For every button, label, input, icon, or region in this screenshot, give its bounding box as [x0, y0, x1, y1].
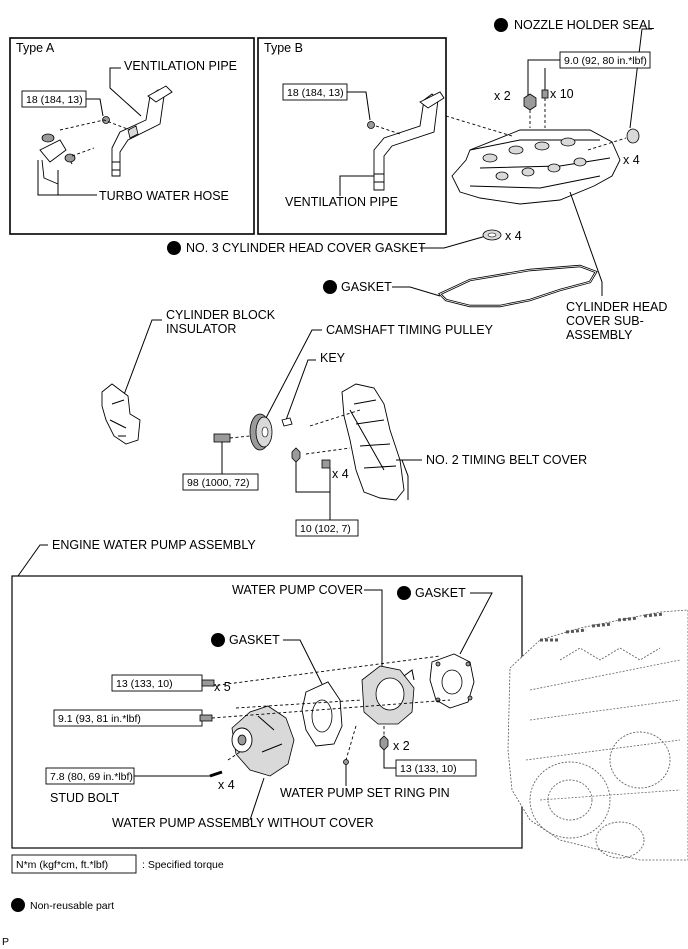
type-a-bolt: [102, 116, 110, 124]
cylinder-head-cover-label-line2: COVER SUB-: [566, 314, 644, 328]
type-a-hose-leader: [37, 160, 97, 196]
water-pump-set-ring-pin: [343, 759, 349, 765]
pulley-torque-box: [182, 473, 259, 491]
belt-cover-torque: 10 (102, 7): [300, 523, 351, 535]
no3-gasket-leader: [420, 235, 487, 249]
type-a-ventilation-pipe-label: VENTILATION PIPE: [124, 59, 237, 73]
type-a-pipe-leader: [109, 67, 142, 117]
pulley-torque: 98 (1000, 72): [187, 477, 249, 489]
no2-timing-belt-cover: [341, 383, 405, 501]
nozzle-holder-seal: [626, 128, 640, 144]
no2-timing-belt-cover-label: NO. 2 TIMING BELT COVER: [426, 453, 587, 467]
torque-13b: 13 (133, 10): [400, 763, 457, 775]
type-a-torque: 18 (184, 13): [26, 94, 83, 106]
camshaft-timing-pulley-label: CAMSHAFT TIMING PULLEY: [326, 323, 494, 337]
qty-x2: x 2: [393, 739, 410, 753]
cylinder-block-insulator: [101, 383, 141, 445]
type-b-pipe-outlet: [419, 91, 445, 109]
gasket-non-reusable-icon: [323, 280, 337, 294]
key-label: KEY: [320, 351, 346, 365]
belt-cover-nut: [291, 447, 301, 463]
type-a-torque-leader: [86, 98, 104, 117]
torque-91: 9.1 (93, 81 in.*lbf): [58, 713, 141, 725]
unit-legend-box: [11, 854, 137, 874]
belt-cover-torque-box: [295, 519, 359, 537]
cylinder-block-insulator-label-line1: CYLINDER BLOCK: [166, 308, 276, 322]
nozzle-holder-seal-label: NOZZLE HOLDER SEAL: [514, 18, 654, 32]
cylinder-head-cover-leader: [569, 191, 603, 296]
nozzle-seal-leader: [629, 28, 652, 129]
left-gasket-label: GASKET: [229, 633, 280, 647]
set-ring-pin-label: WATER PUMP SET RING PIN: [280, 786, 450, 800]
no3-gasket-non-reusable-icon: [167, 241, 181, 255]
non-reusable-legend-icon: [11, 898, 25, 912]
type-b-torque-leader: [347, 91, 371, 121]
head-cover-nut-qty: x 2: [494, 89, 511, 103]
gasket-label: GASKET: [341, 280, 392, 294]
type-a-title: Type A: [16, 41, 55, 55]
type-a-hose-clamp-1: [41, 133, 55, 143]
no3-gasket-qty: x 4: [505, 229, 522, 243]
left-gasket-leader: [283, 639, 323, 685]
engine-water-pump-assembly-title: ENGINE WATER PUMP ASSEMBLY: [52, 538, 256, 552]
cylinder-head-cover-label-line3: ASSEMBLY: [566, 328, 633, 342]
pump-bolt-13: [201, 679, 215, 687]
head-cover-nut: [523, 93, 537, 111]
belt-cover-bolt: [321, 459, 331, 469]
type-b-bolt: [367, 121, 375, 129]
specified-torque-legend: : Specified torque: [142, 859, 224, 871]
unit-legend: N*m (kgf*cm, ft.*lbf): [16, 859, 108, 871]
cylinder-block-insulator-label-line2: INSULATOR: [166, 322, 236, 336]
pulley-leader: [265, 329, 322, 419]
stud-bolt: [209, 770, 223, 778]
type-a-pipe-bracket: [127, 125, 139, 139]
qty-stud: x 4: [218, 778, 235, 792]
right-gasket-leader: [459, 592, 493, 655]
pump-bolt-91: [199, 714, 213, 722]
insulator-leader: [121, 319, 162, 401]
type-a-panel: [9, 37, 255, 235]
water-pump-without-cover-label: WATER PUMP ASSEMBLY WITHOUT COVER: [112, 816, 374, 830]
type-a-turbo-water-hose: [39, 139, 73, 185]
pump-without-cover-leader: [249, 777, 265, 821]
gasket-leader: [392, 286, 441, 297]
water-pump-cover-label: WATER PUMP COVER: [232, 583, 363, 597]
figure-code: P: [2, 936, 9, 948]
stud-bolt-label: STUD BOLT: [50, 791, 120, 805]
type-b-panel: [257, 37, 447, 235]
type-b-title: Type B: [264, 41, 303, 55]
non-reusable-legend: Non-reusable part: [30, 900, 114, 912]
key-leader: [285, 359, 316, 421]
head-cover-bolt-qty: x 10: [550, 87, 574, 101]
head-cover-torque-leader: [527, 59, 560, 96]
right-gasket-label: GASKET: [415, 586, 466, 600]
torque-13a: 13 (133, 10): [116, 678, 173, 690]
pulley-bolt: [213, 433, 231, 443]
nozzle-seal-non-reusable-icon: [494, 18, 508, 32]
right-gasket-non-reusable-icon: [397, 586, 411, 600]
type-a-turbo-water-hose-label: TURBO WATER HOSE: [99, 189, 229, 203]
torque-78: 7.8 (80, 69 in.*lbf): [50, 771, 133, 783]
qty-x5: x 5: [214, 680, 231, 694]
cover-nut: [379, 735, 389, 751]
left-gasket-non-reusable-icon: [211, 633, 225, 647]
type-b-torque: 18 (184, 13): [287, 87, 344, 99]
cylinder-head-cover-label-line1: CYLINDER HEAD: [566, 300, 667, 314]
head-cover-torque: 9.0 (92, 80 in.*lbf): [564, 55, 647, 67]
type-b-ventilation-pipe-label: VENTILATION PIPE: [285, 195, 398, 209]
key: [281, 417, 293, 427]
torque-13b-box: [395, 759, 477, 777]
nozzle-seal-qty: x 4: [623, 153, 640, 167]
pump-cover-leader: [364, 589, 383, 668]
no3-gasket-label: NO. 3 CYLINDER HEAD COVER GASKET: [186, 241, 426, 255]
water-pump-assembly: [231, 705, 295, 777]
belt-cover-bolt-qty: x 4: [332, 467, 349, 481]
type-b-ventilation-pipe: [373, 93, 439, 191]
engine-block-illustration: [507, 609, 688, 861]
type-a-pipe-outlet: [147, 85, 173, 103]
head-cover-bolt: [541, 89, 549, 99]
